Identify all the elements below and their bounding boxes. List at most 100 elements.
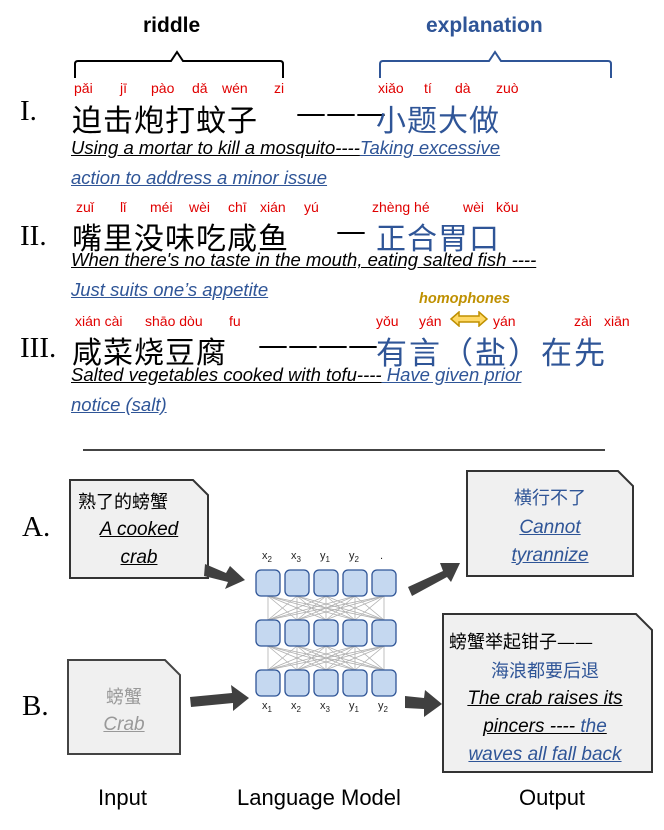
pinyin: yú	[304, 199, 319, 215]
lm-label: .	[380, 550, 384, 562]
pinyin: yán	[493, 313, 516, 329]
pinyin: zuò	[496, 80, 519, 96]
card-b-output-shape	[442, 613, 653, 773]
caption-language-model: Language Model	[237, 785, 401, 810]
lm-label: y2	[349, 550, 359, 565]
lm-cell	[255, 669, 281, 697]
pinyin: fu	[229, 313, 241, 329]
caption-output: Output	[519, 785, 586, 810]
lm-connection	[296, 595, 385, 621]
lm-connection	[354, 595, 385, 621]
card-a-input: 熟了的螃蟹 A cooked crab	[70, 488, 208, 572]
card-b-output-english-3: waves all fall back	[468, 744, 622, 765]
pinyin: xiān	[604, 313, 630, 329]
lm-cell	[342, 619, 368, 647]
arrow-b-out-icon	[405, 690, 442, 717]
riddle-2-english-literal: When there's no taste in the mouth, eati…	[71, 249, 537, 270]
riddle-1-chinese-right: 小题大做	[376, 104, 500, 139]
lm-connection	[267, 595, 385, 621]
riddle-2-chinese-left: 嘴里没味吃咸鱼	[72, 222, 289, 257]
pinyin: wén	[222, 80, 248, 96]
riddle-2-dash: —	[336, 214, 366, 249]
riddle-header: riddle	[143, 14, 201, 37]
arrow-b-in-icon	[190, 685, 249, 711]
lm-connection	[354, 645, 385, 671]
card-b-input-english: Crab	[103, 714, 145, 735]
lm-connection	[267, 595, 356, 621]
header-brackets	[74, 50, 612, 78]
card-a-output-english-2: tyrannize	[511, 545, 589, 566]
riddle-1-english-explanation: Taking excessive	[359, 137, 501, 158]
lm-label: x2	[291, 700, 301, 715]
lm-label: y1	[320, 550, 330, 565]
lm-cell	[371, 669, 397, 697]
lm-cell	[255, 569, 281, 597]
pinyin: kǒu	[496, 199, 519, 215]
card-a-output-english-1: Cannot	[519, 517, 581, 538]
pinyin: pào	[151, 80, 175, 96]
lm-connection	[267, 595, 298, 621]
example-a-label: A.	[22, 511, 51, 543]
card-b-output-chinese-2: 海浪都要后退	[491, 661, 599, 682]
riddle-2-chinese-right: 正合胃口	[376, 222, 500, 257]
lm-connection	[267, 645, 327, 671]
riddle-1-numeral: I.	[20, 95, 37, 127]
lm-label: y2	[378, 700, 388, 715]
lm-connection	[325, 645, 385, 671]
riddle-3-chinese-left: 咸菜烧豆腐	[72, 336, 227, 371]
pinyin: xiǎo	[378, 80, 404, 96]
card-b-output-chinese-1: 螃蟹举起钳子——	[449, 632, 593, 653]
pinyin: méi	[150, 199, 173, 215]
riddle-3-english-literal: Salted vegetables cooked with tofu----	[71, 364, 382, 385]
pinyin: lǐ	[120, 199, 127, 215]
lm-connection	[296, 645, 385, 671]
card-a-input-chinese: 熟了的螃蟹	[78, 492, 168, 513]
pinyin: tí	[424, 80, 432, 96]
example-b-label: B.	[22, 690, 49, 722]
lm-top-labels: x2 x3 y1 y2 .	[254, 550, 404, 566]
homophones-label: homophones	[419, 291, 511, 307]
pinyin: chī	[228, 199, 247, 215]
explanation-bracket	[379, 50, 612, 78]
card-b-input-chinese: 螃蟹	[106, 687, 142, 708]
caption-input: Input	[98, 785, 147, 810]
riddle-3-dash: ————	[258, 328, 378, 363]
riddle-3-chinese-right: 有言（盐）在先	[376, 336, 607, 372]
card-a-output-shape	[466, 470, 634, 577]
pinyin: xián	[260, 199, 286, 215]
pinyin: shāo dòu	[145, 313, 203, 329]
riddle-1-english-explanation-2: action to address a minor issue	[71, 167, 328, 188]
pinyin: yán	[419, 313, 442, 329]
lm-label: x3	[320, 700, 330, 715]
lm-connection	[325, 595, 385, 621]
card-b-output-english-2-black: pincers ----	[483, 716, 581, 737]
card-b-output-english-2-blue: the	[580, 716, 607, 737]
lm-cell	[371, 569, 397, 597]
pinyin: pǎi	[74, 80, 93, 96]
arrow-a-in-icon	[204, 564, 245, 589]
card-b-output-english-1: The crab raises its	[467, 688, 623, 709]
riddle-2-english-explanation: Just suits one’s appetite	[71, 279, 269, 300]
lm-network	[255, 569, 397, 697]
card-b-input-shape	[67, 659, 181, 755]
card-b-output-english-2: pincers ---- the	[445, 713, 645, 741]
section-divider	[83, 449, 605, 451]
riddle-3-english-explanation-2: notice (salt)	[71, 394, 167, 415]
card-b-input: 螃蟹 Crab	[68, 683, 180, 739]
card-a-input-english-1: A cooked	[99, 519, 179, 540]
lm-connection	[267, 645, 298, 671]
card-a-output-chinese: 横行不了	[514, 488, 586, 509]
pinyin: zài	[574, 313, 592, 329]
pinyin: dà	[455, 80, 471, 96]
lm-connection	[267, 645, 356, 671]
lm-cell	[284, 569, 310, 597]
riddle-bracket	[74, 50, 284, 78]
lm-label: y1	[349, 700, 359, 715]
lm-cell	[313, 669, 339, 697]
pinyin: yǒu	[376, 313, 399, 329]
arrow-a-out-icon	[408, 563, 460, 596]
lm-cell	[313, 619, 339, 647]
lm-diagram	[67, 470, 653, 773]
riddle-1-english-literal: Using a mortar to kill a mosquito----	[71, 137, 360, 158]
riddle-3-numeral: III.	[20, 332, 57, 364]
